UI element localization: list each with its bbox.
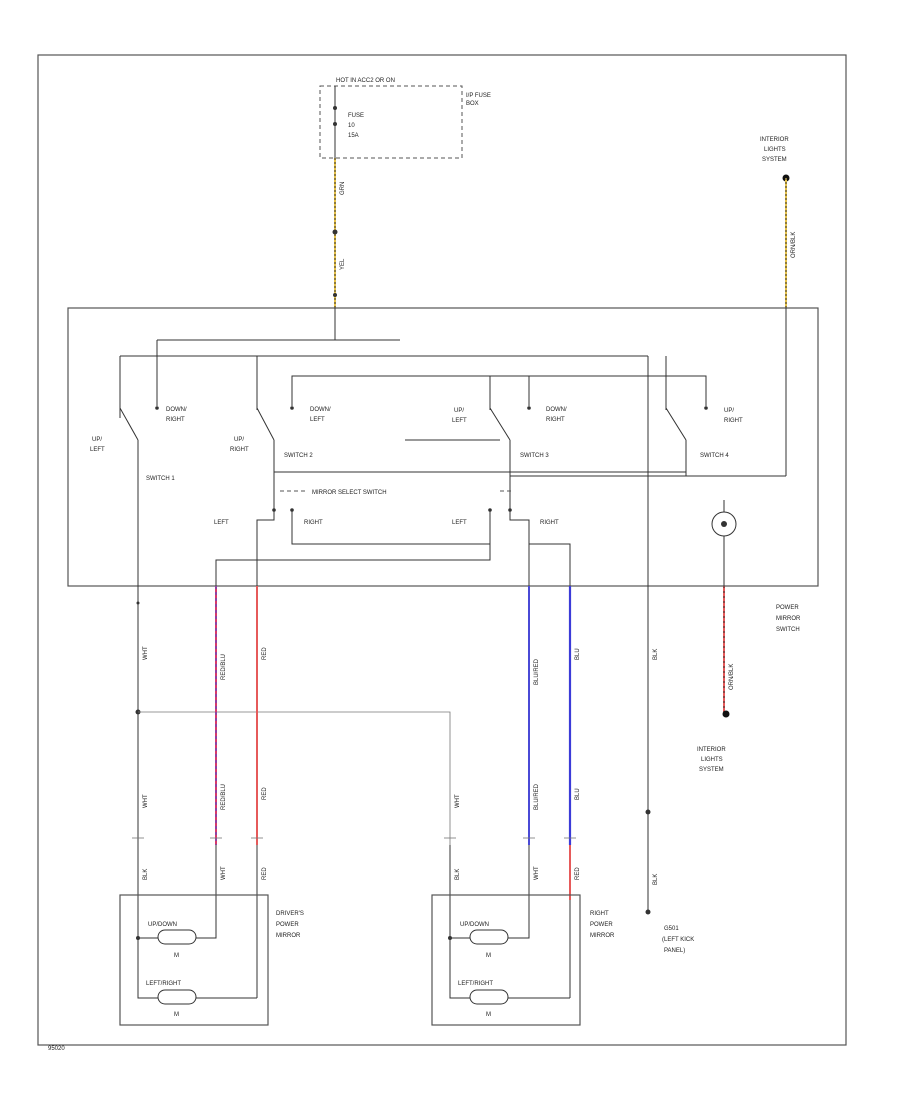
sw2-downleft-1: DOWN/ <box>310 407 331 413</box>
sw1-upleft-2: LEFT <box>90 447 105 453</box>
wire-label-b3: RED <box>262 867 268 880</box>
harness: WHT RED/BLU RED BLU/RED BLU BLK ORN/BLK … <box>132 586 735 998</box>
interior-bottom-3: SYSTEM <box>699 767 724 773</box>
right-motor-2: M <box>486 1012 491 1018</box>
sw3-upleft-1: UP/ <box>454 408 464 414</box>
drivers-motor-2: M <box>174 1012 179 1018</box>
drivers-leftright: LEFT/RIGHT <box>146 981 181 987</box>
fuse-hot-label: HOT IN ACC2 OR ON <box>336 78 395 84</box>
wire-label-w5: BLU <box>575 648 581 660</box>
drivers-mirror-label-1: DRIVER'S <box>276 911 304 917</box>
switch4-label: SWITCH 4 <box>700 453 729 459</box>
sw3-downright-1: DOWN/ <box>546 407 567 413</box>
wire-label-top-conn: YEL <box>340 258 346 270</box>
right-motor-1: M <box>486 953 491 959</box>
fuse-label-3: 15A <box>348 133 359 139</box>
wire-label-top-fuse: GRN <box>340 182 346 195</box>
diagram-border <box>37 54 847 1046</box>
select-right-a: RIGHT <box>304 520 323 526</box>
power-mirror-switch-3: SWITCH <box>776 627 800 633</box>
power-mirror-switch-1: POWER <box>776 605 799 611</box>
wire-label-w7: ORN/BLK <box>729 664 735 690</box>
wire-label-m3: RED <box>262 787 268 800</box>
fuse-box-label-2: BOX <box>466 101 479 107</box>
ground-label-2: (LEFT KICK <box>662 937 694 943</box>
wire-label-w1: WHT <box>143 646 149 660</box>
ground-label-3: PANEL) <box>664 948 685 954</box>
sw4-upright-1: UP/ <box>724 408 734 414</box>
select-left-a: LEFT <box>214 520 229 526</box>
sw2-downleft-2: LEFT <box>310 417 325 423</box>
fuse-box: HOT IN ACC2 OR ON I/P FUSE BOX FUSE 10 1… <box>319 78 491 159</box>
feed-wire: GRN YEL <box>332 158 346 308</box>
interior-top-3: SYSTEM <box>762 157 787 163</box>
interior-bottom-1: INTERIOR <box>697 747 726 753</box>
select-right-b: RIGHT <box>540 520 559 526</box>
right-mirror-label-3: MIRROR <box>590 933 615 939</box>
wire-label-b7: BLK <box>653 874 659 885</box>
fuse-box-label-1: I/P FUSE <box>466 93 491 99</box>
switch3-label: SWITCH 3 <box>520 453 549 459</box>
wire-label-w3: RED <box>262 647 268 660</box>
power-mirror-switch: UP/ LEFT DOWN/ RIGHT SWITCH 1 UP/ RIGHT … <box>67 307 819 633</box>
wire-label-w2: RED/BLU <box>221 654 227 680</box>
wire-label-m6: BLU <box>575 788 581 800</box>
drivers-updown: UP/DOWN <box>148 922 177 928</box>
fuse-label-1: FUSE <box>348 113 364 119</box>
drivers-updown-motor-icon <box>157 929 197 945</box>
sw3-downright-2: RIGHT <box>546 417 565 423</box>
wire-label-w4: BLU/RED <box>534 658 540 685</box>
interior-lights-top: INTERIOR LIGHTS SYSTEM ORN/BLK <box>760 137 797 308</box>
sw2-upright-2: RIGHT <box>230 447 249 453</box>
sw1-downright-1: DOWN/ <box>166 407 187 413</box>
sw1-downright-2: RIGHT <box>166 417 185 423</box>
right-mirror-label-1: RIGHT <box>590 911 609 917</box>
interior-bottom-2: LIGHTS <box>701 757 723 763</box>
select-left-b: LEFT <box>452 520 467 526</box>
drivers-mirror-label-3: MIRROR <box>276 933 301 939</box>
interior-top-2: LIGHTS <box>764 147 786 153</box>
power-mirror-switch-2: MIRROR <box>776 616 801 622</box>
fuse-icon <box>333 106 337 110</box>
wire-label-w6: BLK <box>653 649 659 660</box>
ground-point: G501 (LEFT KICK PANEL) <box>662 926 694 954</box>
wire-label-b1: BLK <box>143 869 149 880</box>
wire-label-m1: WHT <box>143 794 149 808</box>
right-mirror-label-2: POWER <box>590 922 613 928</box>
right-updown: UP/DOWN <box>460 922 489 928</box>
right-power-mirror: RIGHT POWER MIRROR UP/DOWN M LEFT/RIGHT … <box>431 894 615 1026</box>
right-updown-motor-icon <box>469 929 509 945</box>
wire-label-m2: RED/BLU <box>221 784 227 810</box>
wire-label-b2: WHT <box>221 866 227 880</box>
drivers-motor-1: M <box>174 953 179 959</box>
wire-label-m4: WHT <box>455 794 461 808</box>
fuse-label-2: 10 <box>348 123 355 129</box>
mirror-select-label: MIRROR SELECT SWITCH <box>312 490 387 496</box>
sw4-upright-2: RIGHT <box>724 418 743 424</box>
drivers-mirror-label-2: POWER <box>276 922 299 928</box>
sw2-upright-1: UP/ <box>234 437 244 443</box>
switch2-label: SWITCH 2 <box>284 453 313 459</box>
sw3-upleft-2: LEFT <box>452 418 467 424</box>
interior-top-1: INTERIOR <box>760 137 789 143</box>
drivers-power-mirror: DRIVER'S POWER MIRROR UP/DOWN M LEFT/RIG… <box>119 894 304 1026</box>
footer-code: 95020 <box>48 1046 65 1052</box>
right-leftright-motor-icon <box>469 989 509 1005</box>
ground-label-1: G501 <box>664 926 679 932</box>
right-leftright: LEFT/RIGHT <box>458 981 493 987</box>
wire-label-right-top: ORN/BLK <box>791 232 797 258</box>
wire-label-b5: WHT <box>534 866 540 880</box>
wire-label-b4: BLK <box>455 869 461 880</box>
wire-label-m5: BLU/RED <box>534 783 540 810</box>
wire-label-b6: RED <box>575 867 581 880</box>
drivers-leftright-motor-icon <box>157 989 197 1005</box>
sw1-upleft-1: UP/ <box>92 437 102 443</box>
switch1-label: SWITCH 1 <box>146 476 175 482</box>
